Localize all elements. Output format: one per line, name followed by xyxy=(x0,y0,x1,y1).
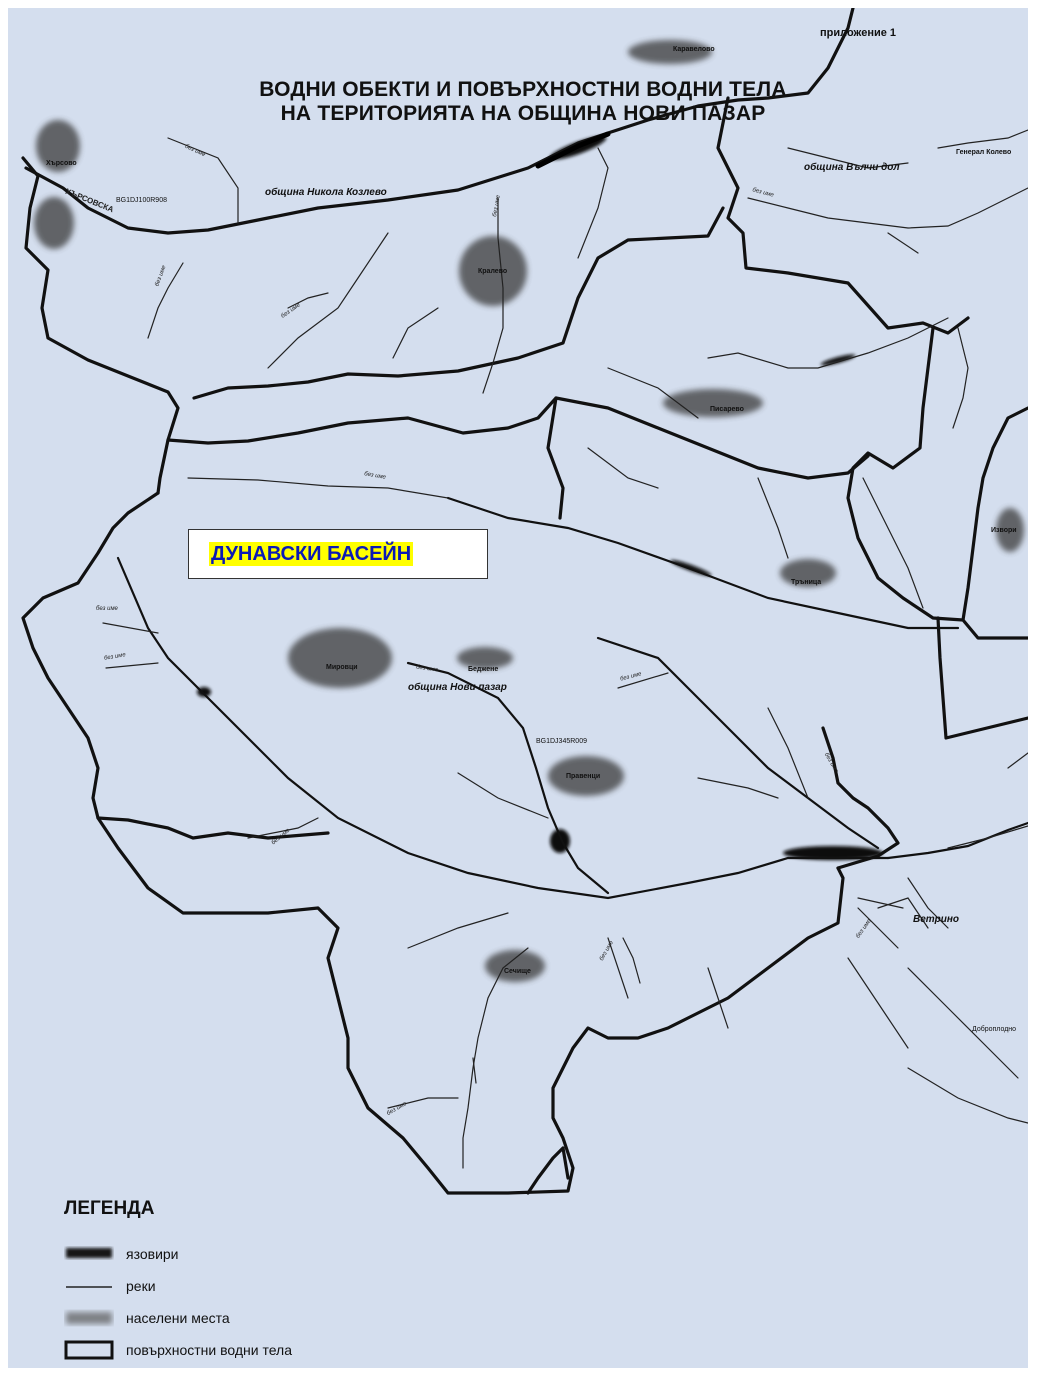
reservoirs-layer xyxy=(197,136,883,860)
settlement-izvori xyxy=(996,508,1024,552)
river-main-central xyxy=(116,556,890,900)
boundary-southeast xyxy=(821,726,900,870)
settlement-barzitsa xyxy=(457,647,513,669)
reservoir-east xyxy=(783,846,883,860)
river-label-bez-ime-7: без име xyxy=(96,606,118,612)
boundary-central-1 xyxy=(546,396,565,520)
place-pravenci: Правенци xyxy=(566,773,601,780)
boundary-south-inner xyxy=(526,1146,570,1195)
main-rivers xyxy=(116,496,1028,900)
river-diagonal xyxy=(406,661,610,895)
place-vetrino: Ветрино xyxy=(913,914,960,925)
river-north-trib xyxy=(446,496,960,630)
place-senitsa: Сечище xyxy=(504,968,531,975)
reservoir-valchidol xyxy=(820,354,856,366)
boundary-north-main xyxy=(24,8,855,235)
legend-rivers-label: реки xyxy=(126,1278,156,1294)
legend-water-bodies-label: повърхностни водни тела xyxy=(126,1342,292,1358)
place-hursovo: Хърсово xyxy=(46,160,77,167)
rivers-layer xyxy=(102,129,1028,1169)
place-barzitsa: Беджене xyxy=(468,666,499,673)
settlement-hursovo-south xyxy=(34,197,74,249)
settlement-senitsa xyxy=(485,950,545,982)
annex-label: приложение 1 xyxy=(820,27,897,39)
place-general-kolevo: Генерал Колево xyxy=(956,149,1012,156)
settlement-trnitsa xyxy=(780,559,836,587)
basin-label-box: ДУНАВСКИ БАСЕЙН xyxy=(188,529,488,579)
boundary-east-road xyxy=(961,406,1028,622)
legend-settlements-label: населени места xyxy=(126,1310,230,1326)
place-piskovo: Писарево xyxy=(710,406,744,413)
municipality-novi-pazar: община Нови пазар xyxy=(408,682,507,693)
legend-reservoir-symbol xyxy=(66,1248,112,1258)
map-drawing xyxy=(21,8,1028,1195)
settlement-gorski xyxy=(459,236,527,306)
settlement-karavelovo xyxy=(628,40,712,64)
place-mirovtsi: Мировци xyxy=(326,664,358,671)
settlements-layer xyxy=(34,40,1024,982)
river-east-drain xyxy=(886,821,1028,860)
settlement-pravenci xyxy=(548,756,624,796)
map-title-line2: НА ТЕРИТОРИЯТА НА ОБЩИНА НОВИ ПАЗАР xyxy=(280,102,766,125)
legend-river-symbol xyxy=(66,1286,112,1288)
municipality-nikola-kozlevo: община Никола Козлево xyxy=(265,187,387,198)
boundary-ridge-1 xyxy=(166,396,870,480)
place-trnitsa: Тръница xyxy=(791,579,822,586)
boundary-north-outer xyxy=(21,156,180,495)
boundary-northeast xyxy=(716,96,970,335)
river-east-diag xyxy=(596,636,880,850)
place-izvori: Извори xyxy=(991,527,1017,534)
boundary-west-loop xyxy=(21,491,330,840)
water-body-code-central: BG1DJ345R009 xyxy=(536,738,587,745)
boundary-east-lower xyxy=(936,616,1028,740)
settlement-hursovo xyxy=(36,120,80,172)
legend-water-body-symbol xyxy=(64,1340,114,1360)
legend: ЛЕГЕНДА язовири реки населени места повъ… xyxy=(64,1198,384,1360)
place-dobroplodno: Доброплодно xyxy=(972,1026,1017,1033)
legend-title: ЛЕГЕНДА xyxy=(64,1198,155,1219)
legend-settlement-symbol xyxy=(66,1312,112,1324)
boundary-south-main xyxy=(96,816,845,1195)
settlement-mirovtsi xyxy=(288,628,392,688)
water-body-code-north: BG1DJ100R908 xyxy=(116,197,167,204)
map-frame: ВОДНИ ОБЕКТИ И ПОВЪРХНОСТНИ ВОДНИ ТЕЛА Н… xyxy=(8,8,1028,1368)
boundary-ridge-2 xyxy=(192,206,725,400)
basin-label: ДУНАВСКИ БАСЕЙН xyxy=(209,542,414,566)
municipality-valchi-dol: община Вълчи дол xyxy=(804,162,900,173)
place-karavelovo: Каравелово xyxy=(673,46,715,53)
map-title-line1: ВОДНИ ОБЕКТИ И ПОВЪРХНОСТНИ ВОДНИ ТЕЛА xyxy=(259,78,787,101)
place-gorski: Кралево xyxy=(478,268,508,275)
legend-reservoirs-label: язовири xyxy=(126,1246,179,1262)
northern-dam-strip xyxy=(535,131,611,169)
boundary-east-vertical xyxy=(846,326,1028,640)
water-body-boundaries xyxy=(21,8,1028,1195)
